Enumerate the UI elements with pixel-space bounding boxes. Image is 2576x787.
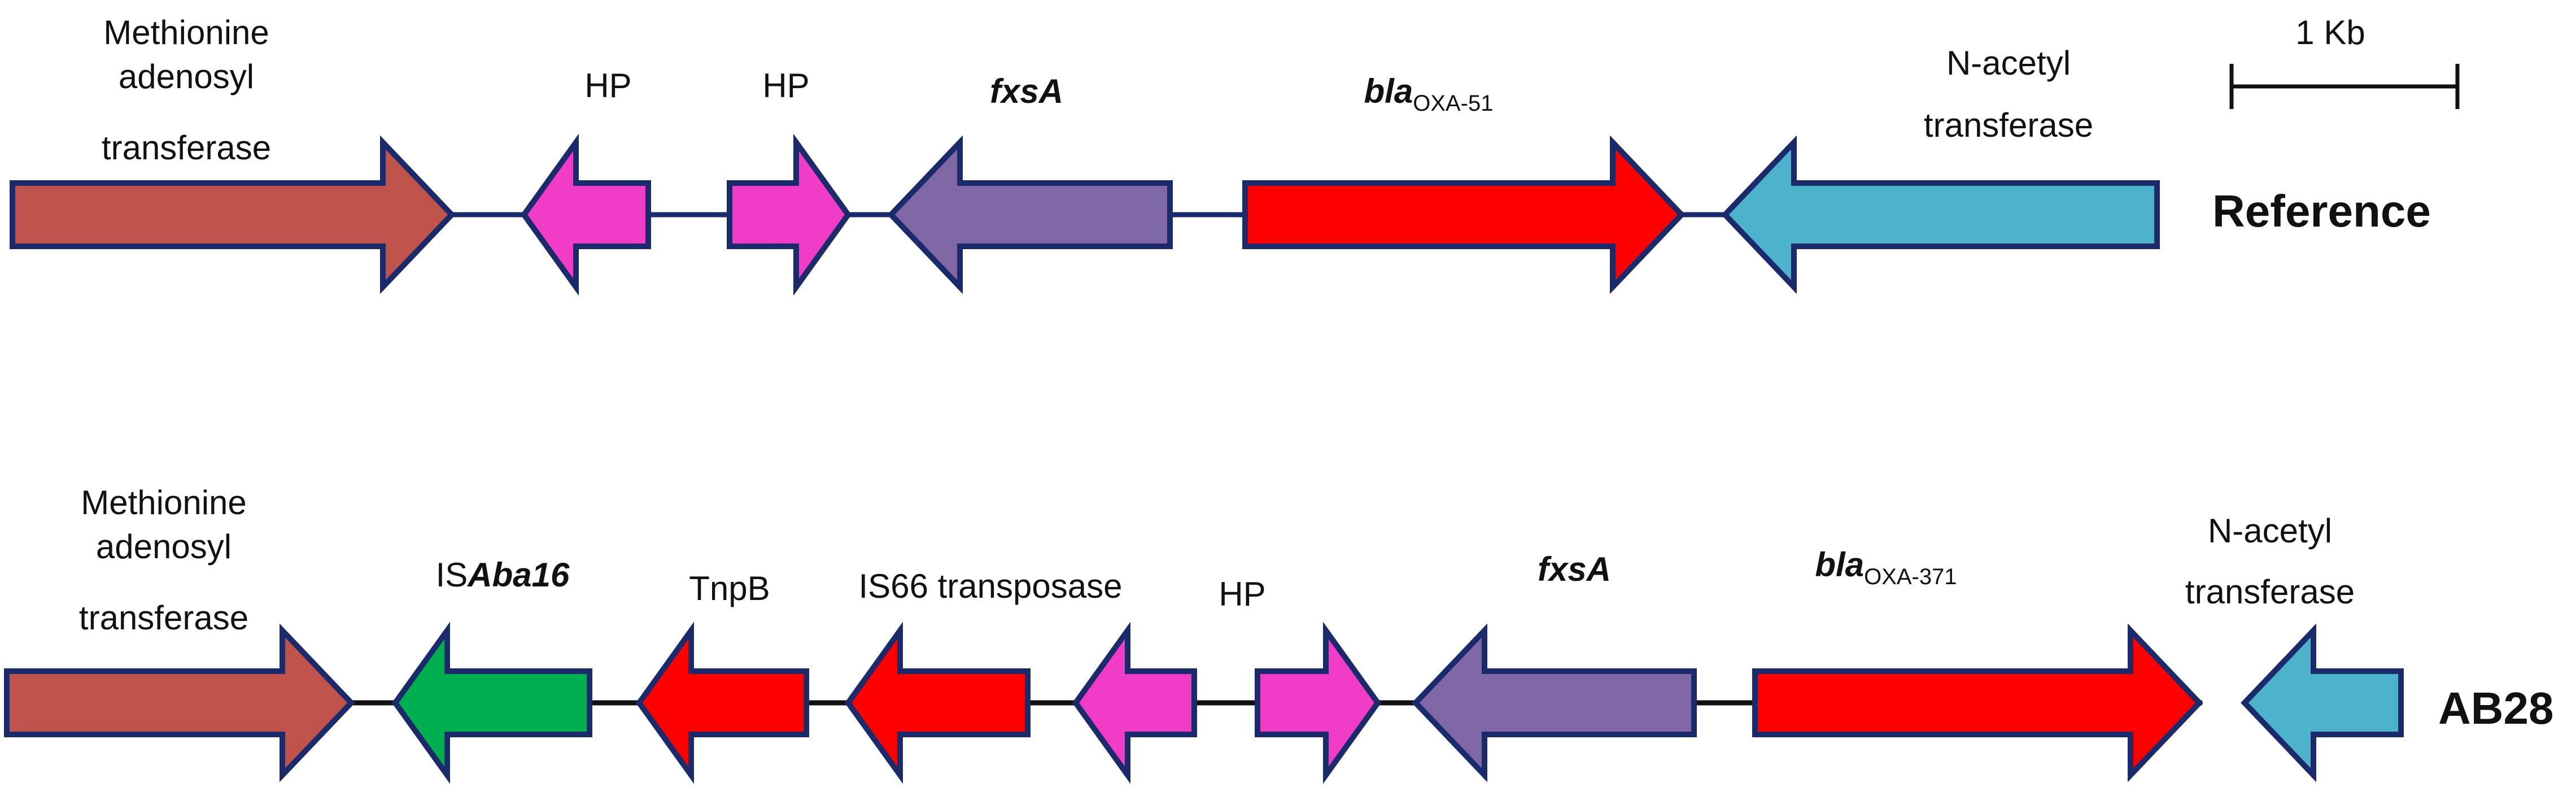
scale-bar-label: 1 Kb	[2295, 14, 2365, 51]
gene-label-prefix: IS	[436, 556, 468, 594]
track-name-reference: Reference	[2212, 186, 2431, 236]
gene-label-reference-acetyl: N-acetyl	[1946, 44, 2071, 82]
gene-label-subscript: OXA-51	[1413, 91, 1493, 116]
track-name-ab28: AB28	[2438, 683, 2554, 733]
gene-arrow-reference-hp1	[520, 133, 651, 296]
gene-label-ab28-acetyl: transferase	[2185, 573, 2355, 611]
gene-label-reference-hp2: HP	[762, 67, 809, 105]
gene-label-reference-acetyl: transferase	[1924, 106, 2093, 144]
gene-arrow-reference-hp2	[727, 133, 852, 296]
gene-arrow-reference-methionine	[10, 135, 456, 294]
gene-label-ab28-hp1: HP	[1219, 575, 1265, 613]
gene-label-reference-fxsa: fxsA	[990, 72, 1063, 110]
gene-arrow-ab28-isaba16	[391, 621, 592, 784]
gene-label-reference-hp1: HP	[584, 67, 631, 105]
gene-label-italic: Aba16	[466, 556, 570, 594]
gene-arrow-ab28-hp1	[1072, 621, 1197, 784]
gene-label-reference-methionine: transferase	[102, 129, 271, 167]
gene-label-subscript: OXA-371	[1864, 564, 1957, 589]
gene-label-reference-bla: blaOXA-51	[1364, 72, 1494, 116]
gene-arrow-ab28-fxsa	[1412, 623, 1697, 782]
gene-label-italic: bla	[1364, 72, 1413, 110]
gene-label-ab28-methionine: adenosyl	[96, 528, 232, 566]
gene-label-ab28-is66: IS66 transposase	[859, 567, 1123, 605]
gene-arrow-ab28-hp2	[1255, 621, 1382, 784]
gene-label-ab28-methionine: transferase	[79, 599, 248, 637]
gene-arrow-reference-bla	[1242, 135, 1686, 294]
gene-label-ab28-acetyl: N-acetyl	[2208, 512, 2332, 550]
gene-arrow-ab28-methionine	[4, 623, 355, 782]
gene-arrow-ab28-tnpb	[635, 621, 809, 784]
scale-bar: 1 Kb	[2229, 14, 2460, 109]
gene-arrow-reference-acetyl	[1721, 135, 2160, 294]
gene-label-ab28-fxsa: fxsA	[1538, 550, 1611, 588]
gene-label-reference-methionine: adenosyl	[119, 58, 254, 95]
gene-arrows	[4, 133, 2404, 784]
gene-arrow-ab28-is66	[844, 621, 1031, 784]
gene-arrow-ab28-acetyl	[2241, 623, 2404, 782]
gene-label-ab28-methionine: Methionine	[81, 484, 247, 521]
gene-label-italic: bla	[1815, 546, 1864, 584]
gene-label-ab28-bla: blaOXA-371	[1815, 546, 1957, 589]
gene-label-italic: fxsA	[990, 72, 1063, 110]
gene-label-ab28-isaba16: ISAba16	[436, 556, 570, 594]
gene-label-italic: fxsA	[1538, 550, 1611, 588]
gene-arrow-ab28-bla	[1752, 623, 2203, 782]
gene-arrow-reference-fxsa	[887, 135, 1173, 294]
gene-label-ab28-tnpb: TnpB	[689, 569, 770, 607]
gene-label-reference-methionine: Methionine	[103, 14, 269, 51]
